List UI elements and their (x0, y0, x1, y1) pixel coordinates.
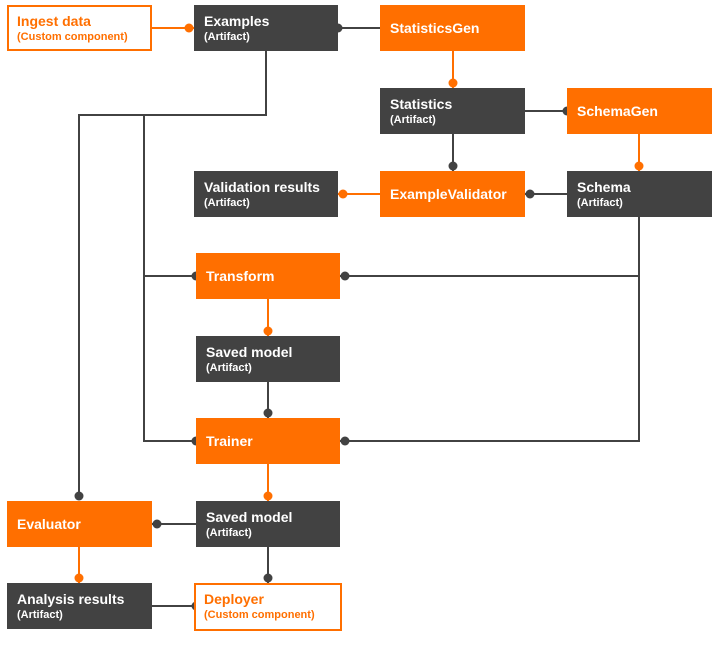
wire-schema-transform-trainer (340, 216, 640, 442)
node-title: Ingest data (17, 13, 91, 29)
node-title: Validation results (204, 179, 320, 195)
node-title: Trainer (206, 432, 253, 449)
statistics-node: Statistics (Artifact) (380, 88, 525, 134)
wire-dot (525, 189, 535, 199)
node-subtitle: (Artifact) (204, 197, 250, 209)
node-title: Statistics (390, 96, 453, 112)
node-title: Saved model (206, 344, 293, 360)
node-subtitle: (Artifact) (206, 362, 252, 374)
node-subtitle: (Artifact) (204, 31, 250, 43)
node-title: StatisticsGen (390, 19, 480, 36)
node-title: Schema (577, 179, 631, 195)
wire-examples-trunk (78, 51, 267, 500)
wire-dot (263, 326, 273, 336)
examples-node: Examples (Artifact) (194, 5, 338, 51)
evaluator-node: Evaluator (7, 501, 152, 547)
node-title: Examples (204, 13, 270, 29)
schemagen-node: SchemaGen (567, 88, 712, 134)
wire-dot (634, 161, 644, 171)
statisticsgen-node: StatisticsGen (380, 5, 525, 51)
validation-results-node: Validation results (Artifact) (194, 171, 338, 217)
wire-dot (263, 408, 273, 418)
transform-node: Transform (196, 253, 340, 299)
node-title: Deployer (204, 591, 264, 607)
node-subtitle: (Custom component) (17, 31, 128, 43)
node-subtitle: (Custom component) (204, 609, 315, 621)
wire-dot (184, 23, 194, 33)
node-subtitle: (Artifact) (577, 197, 623, 209)
wire-dot (448, 78, 458, 88)
node-title: Transform (206, 267, 275, 284)
node-title: Saved model (206, 509, 293, 525)
node-title: SchemaGen (577, 102, 658, 119)
node-title: Analysis results (17, 591, 125, 607)
trainer-node: Trainer (196, 418, 340, 464)
ingest-data-node: Ingest data (Custom component) (7, 5, 152, 51)
analysis-results-node: Analysis results (Artifact) (7, 583, 152, 629)
wire-dot (340, 271, 350, 281)
node-subtitle: (Artifact) (390, 114, 436, 126)
wire-dot (448, 161, 458, 171)
wire-dot (340, 436, 350, 446)
node-subtitle: (Artifact) (206, 527, 252, 539)
examplevalidator-node: ExampleValidator (380, 171, 525, 217)
wire-dot (74, 573, 84, 583)
node-title: Evaluator (17, 515, 81, 532)
saved-model-node: Saved model (Artifact) (196, 501, 340, 547)
saved-model-node: Saved model (Artifact) (196, 336, 340, 382)
wire-examples-transform-trainer (143, 115, 196, 442)
wire-dot (263, 573, 273, 583)
wire-dot (338, 189, 348, 199)
node-subtitle: (Artifact) (17, 609, 63, 621)
wire-dot (74, 491, 84, 501)
schema-node: Schema (Artifact) (567, 171, 712, 217)
wire-dot (152, 519, 162, 529)
wire-dot (263, 491, 273, 501)
deployer-node: Deployer (Custom component) (194, 583, 342, 631)
node-title: ExampleValidator (390, 185, 507, 202)
